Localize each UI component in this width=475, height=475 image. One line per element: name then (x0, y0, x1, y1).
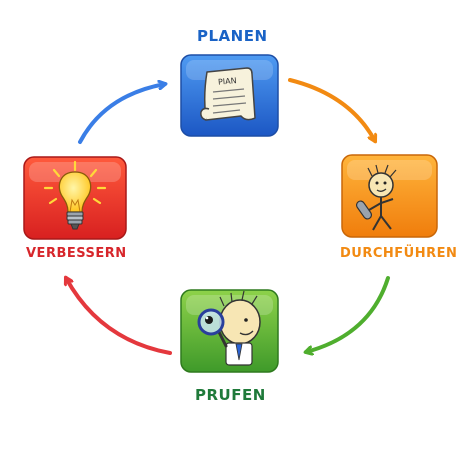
arrow-planen-to-durchfuehren (288, 78, 375, 141)
durchfuehren-card (341, 154, 438, 238)
pruefen-card (180, 289, 279, 373)
pruefen-label: PRUFEN (195, 386, 266, 404)
lightbulb-icon (43, 160, 107, 230)
durchfuehren-label: DURCHFÜHREN (340, 246, 458, 261)
arrow-durchfuehren-to-pruefen (306, 276, 390, 352)
verbessern-label: VERBESSERN (26, 246, 127, 261)
scroll-text: PIAN (218, 76, 237, 87)
planen-card: PIAN (180, 54, 279, 137)
arrow-pruefen-to-verbessern (66, 278, 172, 355)
magnifier-figure-icon (197, 290, 261, 366)
planen-label: PLANEN (197, 27, 268, 45)
arrow-verbessern-to-planen (78, 84, 165, 144)
scroll-icon: PIAN (200, 67, 256, 121)
walking-figure-icon (355, 164, 397, 231)
verbessern-card (23, 156, 127, 240)
